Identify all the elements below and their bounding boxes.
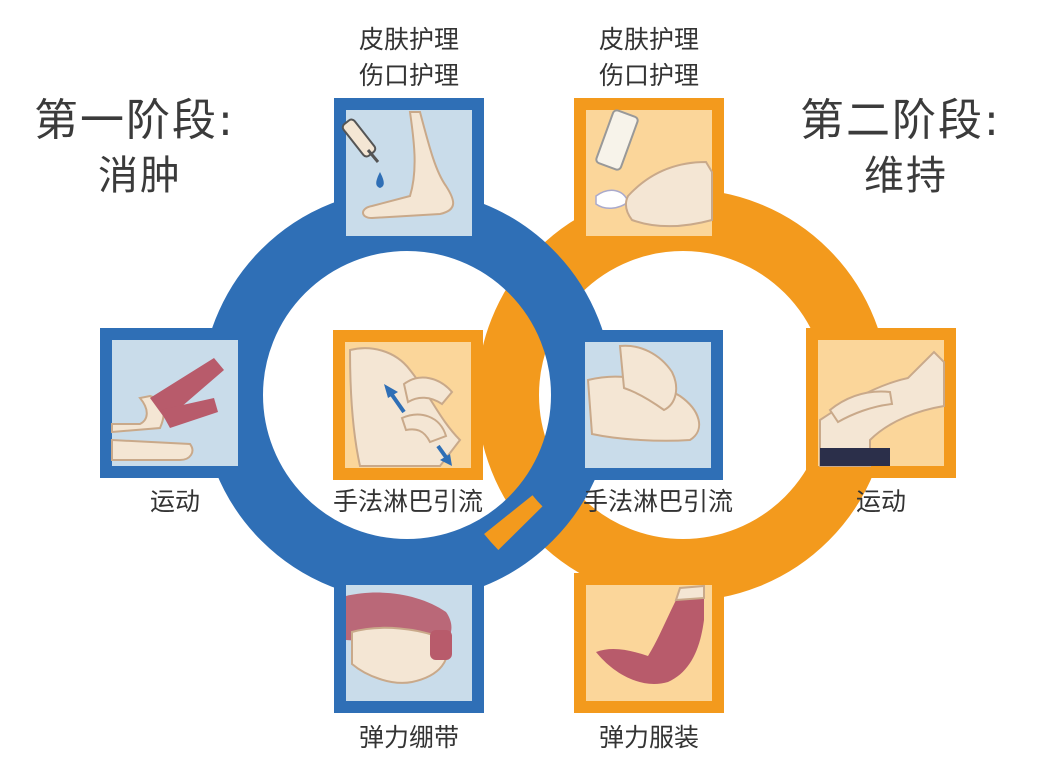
p1-center-panel [333,330,483,480]
p1-top-panel [334,98,484,246]
p2-center-caption: 手法淋巴引流 [582,487,733,516]
p2-right-panel [806,328,956,478]
p1-bottom-panel [334,573,484,713]
p2-top-panel [574,98,724,246]
phase2-ring-overlap [484,494,543,550]
skin-care-dropper-foot-icon [341,111,455,220]
compression-sock-icon [596,584,705,684]
p1-bottom-caption: 弹力绷带 [358,723,459,752]
leg-exercise-icon [819,350,945,467]
lymph-drainage-arrows-icon [348,347,462,467]
p2-bottom-panel [574,573,724,713]
p1-left-caption: 运动 [149,487,200,516]
phase2-title: 第二阶段: [800,95,1001,146]
phase1-title: 第一阶段: [34,95,235,146]
lymph-drainage-hands-icon [586,344,700,442]
p1-left-panel [100,328,250,478]
phase2-subtitle: 维持 [864,153,948,199]
p2-bottom-caption: 弹力服装 [598,723,699,752]
leg-exercise-icon [111,358,224,461]
p1-top-caption-line1: 皮肤护理 [358,25,459,54]
p2-top-caption-line1: 皮肤护理 [598,25,699,54]
p2-right-caption: 运动 [855,487,906,516]
p2-center-panel [573,330,723,480]
p2-top-caption-line2: 伤口护理 [598,61,699,90]
p1-top-caption-line2: 伤口护理 [358,61,459,90]
phase1-subtitle: 消肿 [98,153,182,199]
p1-center-caption: 手法淋巴引流 [332,487,483,516]
cream-tube-hands-icon [595,109,713,228]
bandage-wrap-icon [346,592,452,684]
